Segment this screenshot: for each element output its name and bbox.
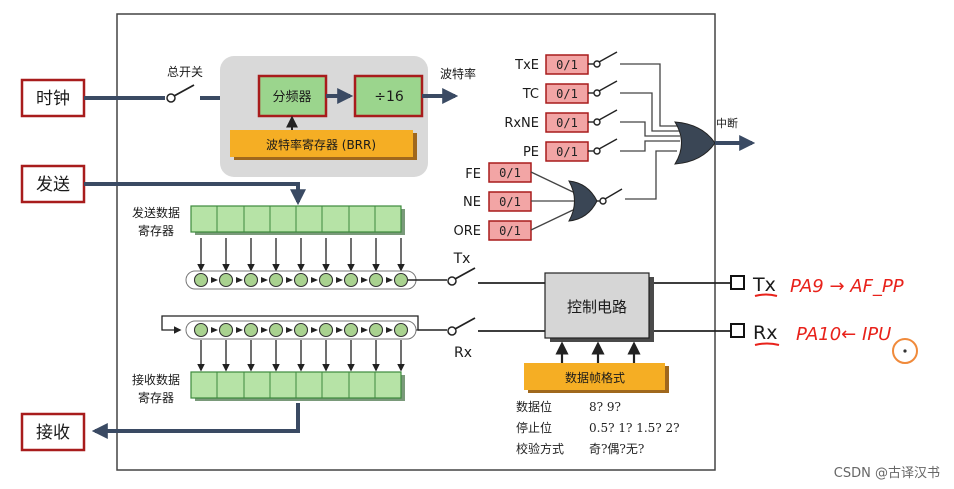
tdr-label-2: 寄存器 [138, 223, 174, 238]
frame-param-val: 8? 9? [589, 400, 621, 414]
rx-feedback-loop [161, 315, 419, 334]
control-circuit-box: 控制电路 [544, 272, 654, 342]
rx-shift-register [185, 320, 417, 340]
flag-fe-value: 0/1 [499, 166, 521, 180]
usart-frame [116, 13, 716, 471]
receive-line [91, 403, 300, 439]
error-or-inputs [530, 171, 575, 231]
receive-box: 接收 [20, 412, 86, 452]
frame-param-key: 停止位 [516, 420, 552, 435]
rx-switch-contact [447, 326, 457, 336]
pin-rx: Rx [730, 322, 777, 344]
tx-switch-lever [454, 267, 476, 280]
flag-tc-value: 0/1 [556, 87, 578, 101]
div16-label: ÷16 [374, 89, 404, 105]
watermark: CSDN @古译汉书 [834, 466, 940, 481]
flag-pe-value: 0/1 [556, 145, 578, 159]
clock-box: 时钟 [20, 78, 86, 118]
rdr-register [190, 371, 405, 401]
tx-switch-contact [447, 276, 457, 286]
handwritten-annotations: PA9 → AF_PP PA10← IPU [754, 276, 904, 346]
divider-box: 分频器 [257, 74, 328, 118]
flag-txe-name: TxE [514, 58, 539, 73]
frame-param-val: 奇?偶?无? [589, 442, 644, 456]
main-switch-contact [166, 93, 176, 103]
main-switch-label: 总开关 [167, 65, 203, 79]
send-box: 发送 [20, 164, 86, 204]
flag-ne-name: NE [463, 195, 481, 210]
pin-rx-label: Rx [753, 322, 777, 344]
note-tx: PA9 → AF_PP [790, 276, 904, 297]
divider-label: 分频器 [272, 90, 311, 105]
tx-shift-register [185, 270, 417, 290]
send-label: 发送 [36, 175, 70, 195]
note-rx: PA10← IPU [796, 324, 891, 345]
flag-switches [588, 51, 618, 155]
pin-tx-label: Tx [752, 274, 776, 296]
interrupt-or-gate [674, 121, 716, 165]
rdr-load-arrows [197, 340, 405, 372]
flag-ore-value: 0/1 [499, 224, 521, 238]
rdr-label-2: 寄存器 [138, 390, 174, 405]
flag-fe-name: FE [465, 167, 481, 182]
flag-tc-name: TC [522, 87, 539, 102]
tdr-load-arrows [197, 238, 405, 272]
interrupt-label: 中断 [716, 116, 738, 130]
tx-switch-label: Tx [453, 251, 471, 267]
flag-rxne-value: 0/1 [556, 116, 578, 130]
frame-format-box: 数据帧格式 [524, 363, 669, 393]
pin-tx: Tx [730, 274, 776, 296]
error-switch [597, 188, 623, 205]
brr-label: 波特率寄存器 (BRR) [266, 137, 376, 152]
error-flags: FE 0/1 NE 0/1 ORE 0/1 [454, 162, 532, 241]
frame-param-val: 0.5? 1? 1.5? 2? [589, 421, 680, 435]
brr-box: 波特率寄存器 (BRR) [230, 130, 417, 160]
flag-rxne-name: RxNE [504, 116, 539, 131]
flag-txe-value: 0/1 [556, 58, 578, 72]
or-gate-inputs [620, 63, 680, 200]
cursor-indicator-icon [892, 338, 918, 364]
flag-pe-name: PE [523, 145, 539, 160]
status-flags: TxE 0/1 TC 0/1 RxNE 0/1 PE 0/1 [504, 54, 589, 162]
frame-params: 数据位 8? 9? 停止位 0.5? 1? 1.5? 2? 校验方式 奇?偶?无… [516, 399, 680, 456]
frame-label: 数据帧格式 [565, 370, 625, 385]
rdr-label-1: 接收数据 [132, 372, 180, 387]
rx-switch-lever [454, 317, 476, 330]
main-switch-lever [173, 84, 195, 97]
clock-label: 时钟 [36, 89, 70, 109]
receive-label: 接收 [36, 423, 70, 443]
div16-box: ÷16 [353, 74, 424, 118]
tdr-register [190, 205, 405, 235]
tdr-label-1: 发送数据 [132, 205, 180, 220]
error-or-gate [568, 180, 598, 222]
rx-switch-label: Rx [454, 345, 472, 361]
flag-ne-value: 0/1 [499, 195, 521, 209]
frame-param-key: 校验方式 [516, 441, 564, 456]
flag-ore-name: ORE [454, 224, 481, 239]
send-line [84, 182, 306, 206]
frame-to-control-arrows [555, 341, 641, 364]
frame-param-key: 数据位 [516, 399, 552, 414]
baud-label: 波特率 [440, 66, 476, 81]
control-label: 控制电路 [567, 298, 627, 316]
